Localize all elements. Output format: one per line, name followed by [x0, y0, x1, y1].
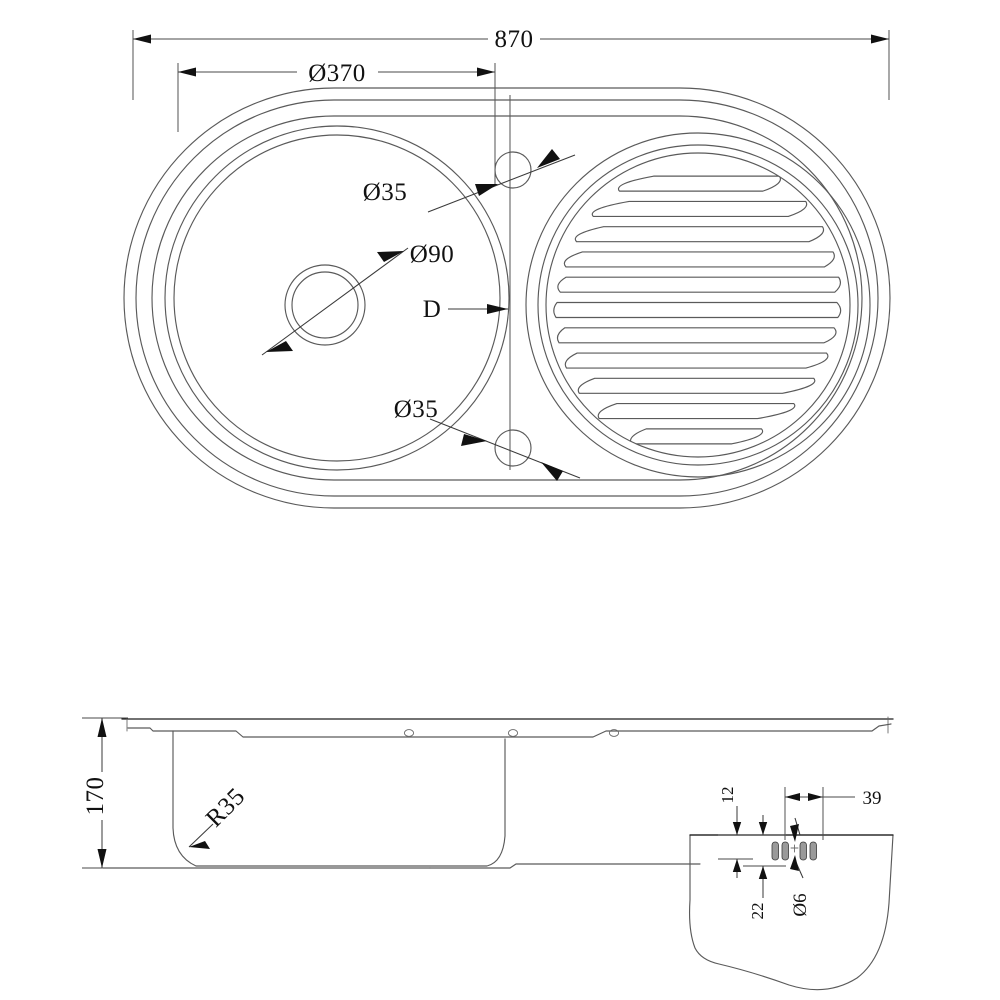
rim-hole-3 — [608, 729, 620, 737]
drainer-groove — [564, 352, 829, 369]
bowl-inner-circle — [173, 134, 501, 462]
bowl-group — [164, 125, 510, 471]
drainer-groove — [597, 403, 796, 420]
dim-label-overflow-offset: 22 — [748, 903, 767, 920]
dim-overflow-height-12: 12 — [718, 787, 753, 878]
drainer-mid-circle — [537, 144, 859, 466]
tap-hole-lower — [494, 429, 532, 467]
dim-label-corner-radius: R35 — [201, 783, 251, 833]
sink-rim-bead — [135, 99, 879, 497]
sink-inner-edge — [151, 115, 863, 481]
drainer-groove — [563, 251, 835, 268]
section-rim-holes — [403, 729, 620, 737]
dim-label-overflow-hole: Ø6 — [790, 893, 811, 916]
waste-inner-circle — [291, 271, 359, 339]
section-base-extension — [429, 863, 701, 869]
dim-overflow-width-39: 39 — [784, 787, 882, 840]
waste-outer-circle — [284, 264, 366, 346]
dim-label-waste-diameter: Ø90 — [410, 241, 455, 268]
drainer-group — [525, 132, 871, 478]
drainer-groove — [574, 226, 825, 243]
dim-label-bowl-diameter: Ø370 — [308, 60, 366, 87]
dim-label-drainer-marker: D — [423, 296, 442, 323]
leader-overflow-hole: Ø6 — [790, 817, 811, 917]
drainer-groove — [591, 200, 808, 217]
dim-label-tap-hole-upper: Ø35 — [363, 179, 408, 206]
drainer-inner-circle — [545, 152, 851, 458]
overflow-slot-1 — [771, 841, 779, 861]
rim-hole-1 — [403, 729, 415, 737]
drainer-grooves — [553, 175, 842, 445]
dim-depth-170: 170 — [82, 717, 128, 869]
drainer-groove — [557, 276, 842, 293]
sink-outline-group — [123, 87, 891, 509]
drainer-groove — [553, 301, 842, 319]
section-view-group: 170 R35 — [82, 716, 894, 869]
overflow-slot-2 — [781, 841, 789, 861]
overflow-slot-3 — [799, 841, 807, 861]
leader-drainer-marker: D — [423, 296, 508, 323]
bowl-outer-circle — [164, 125, 510, 471]
rim-hole-2 — [507, 729, 519, 737]
overflow-slot-4 — [809, 841, 817, 861]
leader-tap-hole-upper: Ø35 — [363, 149, 576, 213]
leader-tap-hole-lower: Ø35 — [394, 396, 581, 481]
tap-hole-upper — [494, 151, 532, 189]
dim-bowl-diameter-370: Ø370 — [177, 60, 496, 185]
dim-label-overflow-width: 39 — [863, 788, 882, 809]
drainer-groove — [630, 428, 764, 445]
dim-overall-width-870: 870 — [132, 26, 890, 100]
leader-waste-diameter: Ø90 — [261, 241, 455, 356]
dim-label-overall-width: 870 — [495, 26, 534, 53]
drainer-groove — [577, 377, 816, 394]
section-bowl-profile — [172, 730, 506, 867]
dim-overflow-offset-22: 22 — [743, 815, 786, 920]
dim-label-overflow-height: 12 — [718, 787, 737, 804]
dim-label-depth: 170 — [82, 777, 109, 816]
drainer-groove — [556, 327, 837, 344]
drainer-groove — [617, 175, 781, 192]
sink-outer-rim — [123, 87, 891, 509]
detail-view-group: 12 22 39 — [688, 787, 894, 991]
section-rim-underside — [127, 723, 892, 738]
drainer-outer-circle — [525, 132, 871, 478]
detail-overflow-slots — [771, 841, 817, 861]
dim-label-tap-hole-lower: Ø35 — [394, 396, 439, 423]
leader-corner-radius: R35 — [188, 783, 251, 849]
detail-body-outline — [688, 834, 894, 991]
